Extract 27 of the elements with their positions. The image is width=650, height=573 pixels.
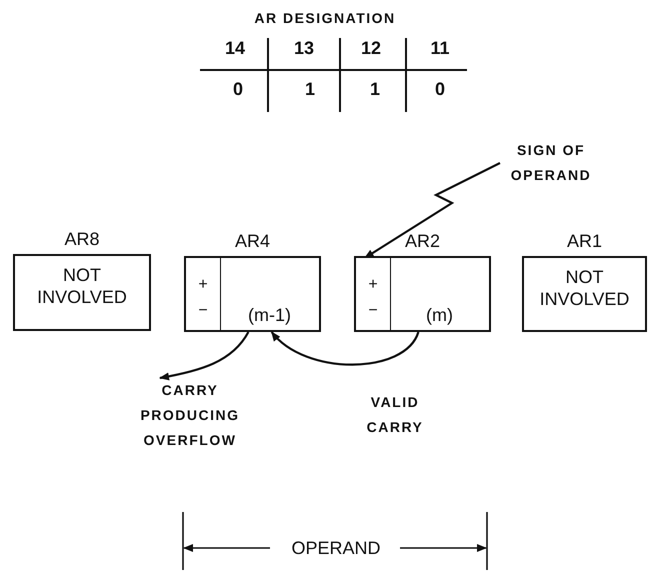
table-cell-text: 12: [360, 38, 382, 58]
table-cell-text: 1: [304, 79, 316, 99]
register-name: AR8: [63, 228, 100, 250]
table-cell-text: 11: [429, 38, 451, 58]
table-cell-text: 13: [292, 38, 316, 58]
register-note: NOT INVOLVED: [538, 266, 630, 310]
register-name: AR1: [566, 230, 603, 252]
sign-symbol: −: [367, 302, 379, 320]
dimension-label: OPERAND: [290, 537, 382, 560]
register-value: (m): [425, 304, 454, 326]
callout-text: SIGN OF OPERAND: [500, 138, 602, 188]
register-value: (m-1): [247, 304, 292, 326]
register-note: NOT INVOLVED: [36, 264, 128, 308]
register-name: AR2: [404, 230, 441, 252]
sign-symbol: +: [197, 276, 209, 294]
callout-text: CARRY PRODUCING OVERFLOW: [130, 378, 250, 453]
table-cell-text: 0: [434, 79, 446, 99]
arrow: [364, 162, 500, 259]
sign-symbol: −: [197, 302, 209, 320]
arrow: [270, 331, 420, 366]
arrow: [159, 331, 250, 380]
table-title: AR DESIGNATION: [253, 9, 397, 28]
table-cell-text: 1: [368, 79, 381, 99]
table-cell-text: 14: [224, 38, 246, 58]
register-name: AR4: [234, 230, 271, 252]
sign-symbol: +: [367, 276, 379, 294]
table-cell-text: 0: [232, 79, 244, 99]
